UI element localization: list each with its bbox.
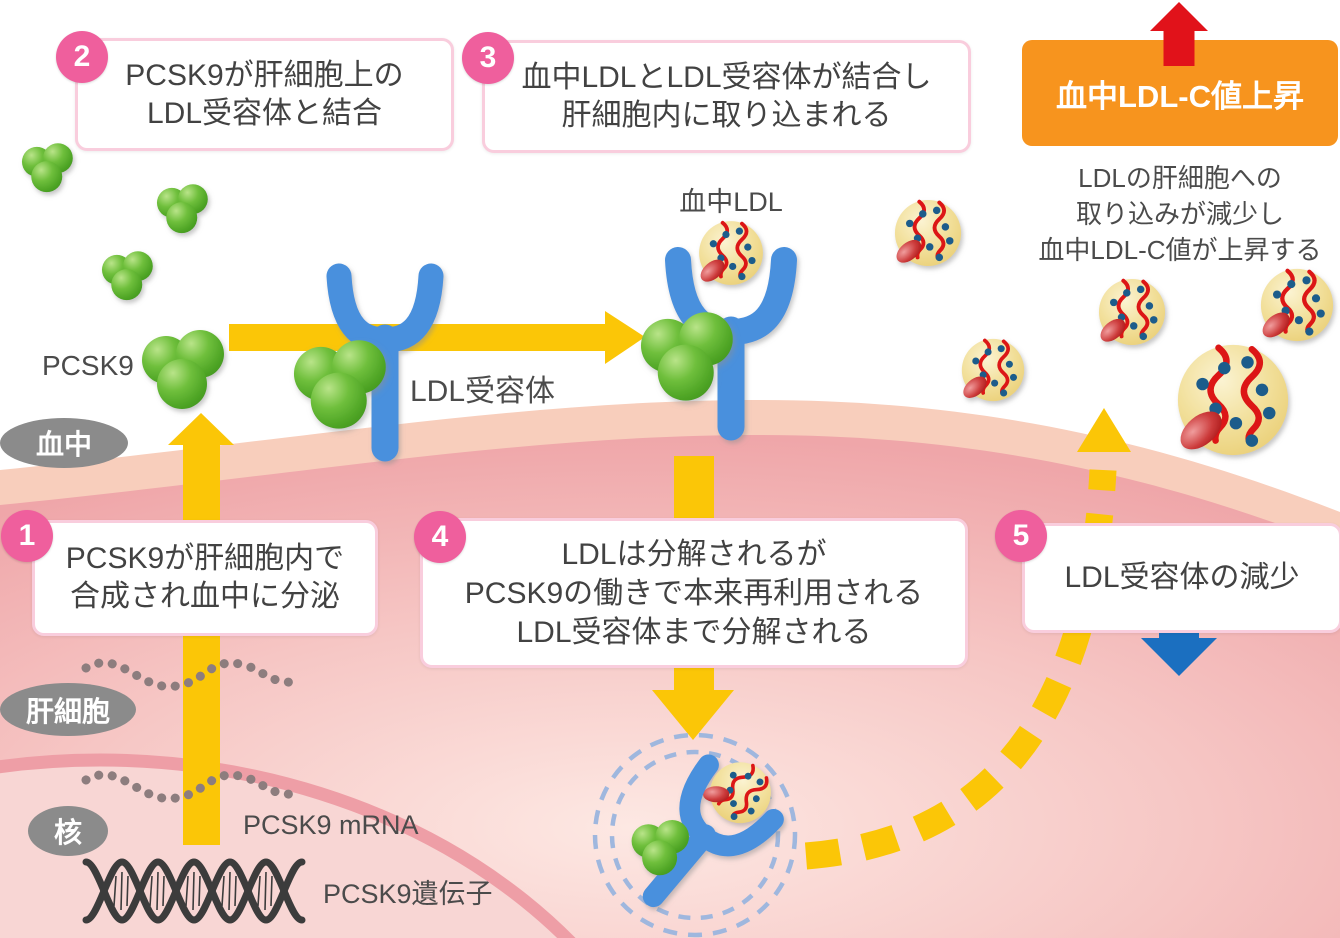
- binding-arrow: [229, 311, 645, 364]
- pcsk9-label: PCSK9: [42, 350, 134, 381]
- pcsk9-gene-label: PCSK9遺伝子: [323, 879, 493, 909]
- blood-ldl-label: 血中LDL: [679, 187, 783, 217]
- blood-zone-badge: 血中: [0, 418, 128, 468]
- endosome: [592, 732, 798, 938]
- ldl-receptor-label: LDL受容体: [410, 375, 556, 408]
- step-box-3: 血中LDLとLDL受容体が結合し 肝細胞内に取り込まれる: [482, 40, 971, 153]
- step-box-5: LDL受容体の減少: [1022, 523, 1340, 633]
- ldl-c-rise-description: LDLの肝細胞への 取り込みが減少し 血中LDL-C値が上昇する: [1038, 163, 1322, 265]
- hepatocyte-zone-badge: 肝細胞: [0, 683, 136, 736]
- step-box-1: PCSK9が肝細胞内で 合成され血中に分泌: [32, 520, 378, 636]
- step-number-badge: 1: [1, 510, 53, 562]
- step-number-badge: 2: [56, 31, 108, 83]
- recycling-blocked-arrow: [804, 408, 1131, 870]
- nucleus-zone-badge: 核: [28, 806, 108, 856]
- step-box-4: LDLは分解されるが PCSK9の働きで本来再利用される LDL受容体まで分解さ…: [420, 518, 968, 668]
- pcsk9-mrna-label: PCSK9 mRNA: [243, 810, 419, 840]
- ldl-particle: [694, 219, 765, 288]
- ldl-rise-arrow: [1150, 2, 1208, 66]
- receptor-decrease-arrow: [1141, 624, 1217, 676]
- step-box-2: PCSK9が肝細胞上の LDL受容体と結合: [75, 38, 454, 151]
- step-number-badge: 5: [995, 510, 1047, 562]
- step-number-badge: 3: [462, 32, 514, 84]
- ldl-receptor-1: [326, 263, 444, 462]
- degraded-receptor-complex: [631, 746, 786, 908]
- dna-helix: [82, 858, 306, 924]
- mrna-strand: [81, 658, 301, 804]
- step-number-badge: 4: [414, 511, 466, 563]
